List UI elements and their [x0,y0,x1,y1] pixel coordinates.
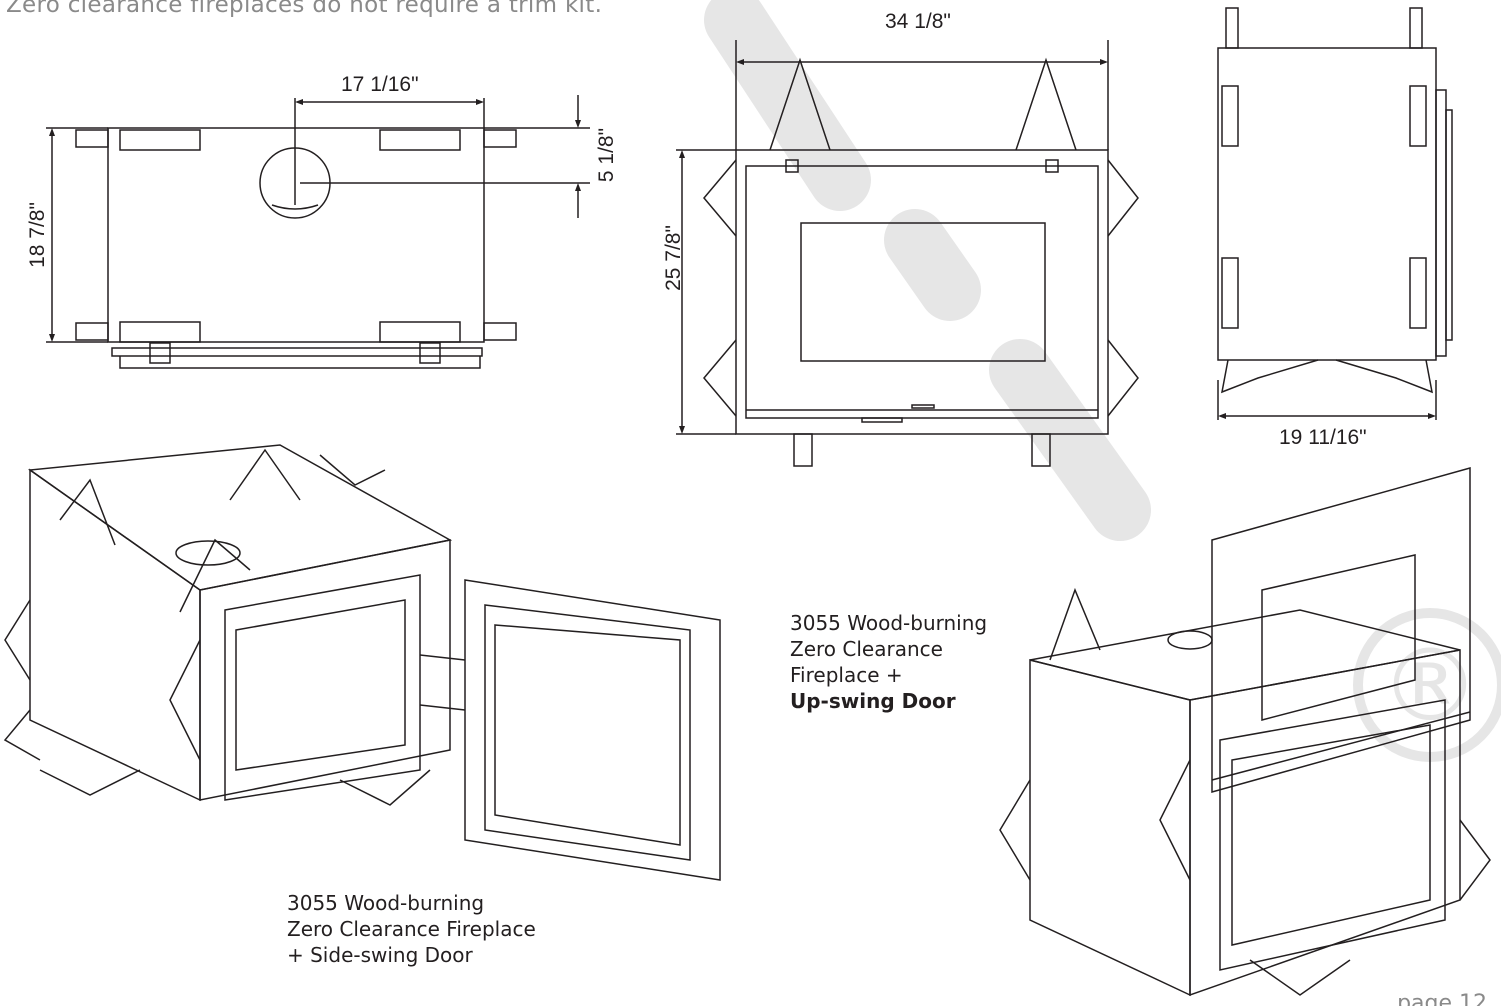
dimension-18-7-8: 18 7/8" [26,202,49,268]
caption-side-swing: 3055 Wood-burning Zero Clearance Firepla… [287,890,536,968]
caption-side-swing-line2: Zero Clearance Fireplace [287,917,536,941]
caption-side-swing-line3: + Side-swing Door [287,943,473,967]
side-view-drawing [1217,7,1453,420]
dimension-19-11-16: 19 11/16" [1279,426,1367,449]
caption-up-swing-line2: Zero Clearance [790,637,943,661]
caption-up-swing-line1: 3055 Wood-burning [790,611,988,635]
front-view-drawing [676,40,1139,467]
dimension-34-1-8: 34 1/8" [885,10,951,33]
caption-up-swing-line3: Fireplace + [790,663,903,687]
dimension-5-1-8: 5 1/8" [595,127,618,183]
caption-up-swing: 3055 Wood-burning Zero Clearance Firepla… [790,610,987,714]
page-number: page 12 [1397,991,1487,1006]
trim-kit-note: Zero clearance fireplaces do not require… [6,0,603,18]
side-swing-door-illustration [3,444,721,881]
up-swing-door-illustration [999,467,1491,997]
dimension-17-1-16: 17 1/16" [341,73,419,96]
caption-side-swing-line1: 3055 Wood-burning [287,891,485,915]
caption-up-swing-line4: Up-swing Door [790,689,956,713]
top-view-drawing [46,95,590,369]
dimension-25-7-8: 25 7/8" [662,225,685,291]
